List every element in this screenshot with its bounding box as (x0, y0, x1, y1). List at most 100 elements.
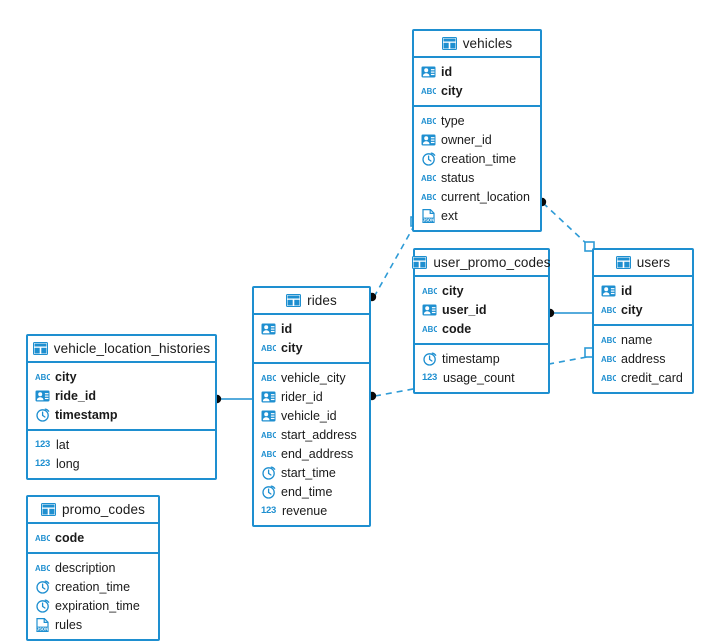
field-row[interactable]: ABCcurrent_location (414, 187, 540, 206)
field-label: ride_id (55, 388, 96, 403)
field-label: ext (441, 208, 458, 223)
field-row[interactable]: JSON rules (28, 615, 158, 634)
field-label: rules (55, 617, 83, 632)
entity-header[interactable]: vehicle_location_histories (28, 336, 215, 363)
svg-text:ABC: ABC (421, 116, 436, 125)
column-group: timestamp 123 usage_count (415, 345, 548, 392)
field-row[interactable]: ABC status (414, 168, 540, 187)
field-row[interactable]: id (414, 62, 540, 81)
field-row[interactable]: timestamp (415, 349, 548, 368)
entity-rides[interactable]: ridesidABCcityABCvehicle_cityrider_idveh… (252, 286, 371, 527)
field-row[interactable]: ABCvehicle_city (254, 368, 369, 387)
field-label: type (441, 113, 465, 128)
entity-users[interactable]: usersidABCcityABCnameABCaddressABCcredit… (592, 248, 694, 394)
field-label: status (441, 170, 475, 185)
field-row[interactable]: ABCcity (254, 338, 369, 357)
entity-title: vehicles (462, 36, 513, 51)
abc-icon: ABC (421, 189, 436, 204)
field-label: creation_time (55, 579, 131, 594)
entity-vehicles[interactable]: vehiclesidABCcityABCtypeowner_idcreation… (412, 29, 542, 232)
entity-header[interactable]: user_promo_codes (412, 250, 550, 277)
edge-userpromocodes-users[interactable] (545, 308, 594, 318)
field-row[interactable]: ABCcode (415, 319, 548, 338)
entity-user_promo_codes[interactable]: user_promo_codesABCcityuser_idABCcode tim… (412, 248, 550, 394)
field-label: long (56, 456, 80, 471)
svg-text:ABC: ABC (421, 173, 436, 182)
field-row[interactable]: vehicle_id (254, 406, 369, 425)
field-row[interactable]: ABCcity (28, 367, 215, 386)
field-row[interactable]: rider_id (254, 387, 369, 406)
field-label: city (281, 340, 303, 355)
field-label: city (55, 369, 77, 384)
entity-header[interactable]: vehicles (414, 31, 540, 58)
clock-icon (261, 484, 276, 499)
entity-title: promo_codes (62, 502, 145, 517)
abc-icon: ABC (421, 113, 436, 128)
edge-vlh-rides[interactable] (212, 394, 254, 404)
field-row[interactable]: creation_time (414, 149, 540, 168)
abc-icon: ABC (35, 560, 50, 575)
svg-text:ABC: ABC (35, 563, 50, 572)
svg-text:ABC: ABC (601, 354, 616, 363)
table-icon (615, 255, 631, 270)
field-row[interactable]: creation_time (28, 577, 158, 596)
svg-text:JSON: JSON (37, 626, 48, 631)
edge-vehicles-users[interactable] (537, 197, 595, 252)
field-row[interactable]: expiration_time (28, 596, 158, 615)
field-row[interactable]: 123 usage_count (415, 368, 548, 387)
entity-promo_codes[interactable]: promo_codesABC codeABCdescription creation… (26, 495, 160, 641)
field-row[interactable]: ABCcity (594, 300, 692, 319)
svg-text:ABC: ABC (601, 373, 616, 382)
column-group: ABCdescription creation_time expiration_ti… (28, 554, 158, 639)
primary-key-group: idABCcity (594, 277, 692, 326)
field-row[interactable]: start_time (254, 463, 369, 482)
field-row[interactable]: ABC end_address (254, 444, 369, 463)
clock-icon (35, 407, 50, 422)
svg-text:ABC: ABC (421, 86, 436, 95)
field-row[interactable]: owner_id (414, 130, 540, 149)
entity-header[interactable]: users (594, 250, 692, 277)
table-icon (441, 36, 457, 51)
field-row[interactable]: 123 long (28, 454, 215, 473)
number-icon: 123 (35, 458, 50, 469)
field-row[interactable]: ABCaddress (594, 349, 692, 368)
field-label: code (442, 321, 472, 336)
entity-header[interactable]: rides (254, 288, 369, 315)
abc-icon: ABC (261, 446, 276, 461)
field-row[interactable]: ABCcity (415, 281, 548, 300)
field-row[interactable]: timestamp (28, 405, 215, 424)
field-row[interactable]: ABCname (594, 330, 692, 349)
field-row[interactable]: id (594, 281, 692, 300)
clock-icon (422, 351, 437, 366)
abc-icon: ABC (35, 530, 50, 545)
field-label: expiration_time (55, 598, 140, 613)
abc-icon: ABC (601, 370, 616, 385)
field-label: credit_card (621, 370, 683, 385)
field-label: city (442, 283, 464, 298)
field-label: owner_id (441, 132, 492, 147)
field-row[interactable]: ride_id (28, 386, 215, 405)
field-label: revenue (282, 503, 328, 518)
field-row[interactable]: ABC code (28, 528, 158, 547)
column-group: ABCnameABCaddressABCcredit_card (594, 326, 692, 392)
field-row[interactable]: ABCcity (414, 81, 540, 100)
entity-header[interactable]: promo_codes (28, 497, 158, 524)
id-card-icon (422, 302, 437, 317)
field-row[interactable]: ABCdescription (28, 558, 158, 577)
field-label: end_address (281, 446, 354, 461)
field-row[interactable]: id (254, 319, 369, 338)
number-icon: 123 (422, 372, 437, 383)
field-row[interactable]: ABCstart_address (254, 425, 369, 444)
field-label: usage_count (443, 370, 515, 385)
field-row[interactable]: user_id (415, 300, 548, 319)
field-row[interactable]: ABC type (414, 111, 540, 130)
field-label: code (55, 530, 85, 545)
field-row[interactable]: ABC credit_card (594, 368, 692, 387)
field-row[interactable]: end_time (254, 482, 369, 501)
field-label: lat (56, 437, 70, 452)
field-label: id (281, 321, 293, 336)
entity-vehicle_location_histories[interactable]: vehicle_location_historiesABCcity ride_id… (26, 334, 217, 480)
